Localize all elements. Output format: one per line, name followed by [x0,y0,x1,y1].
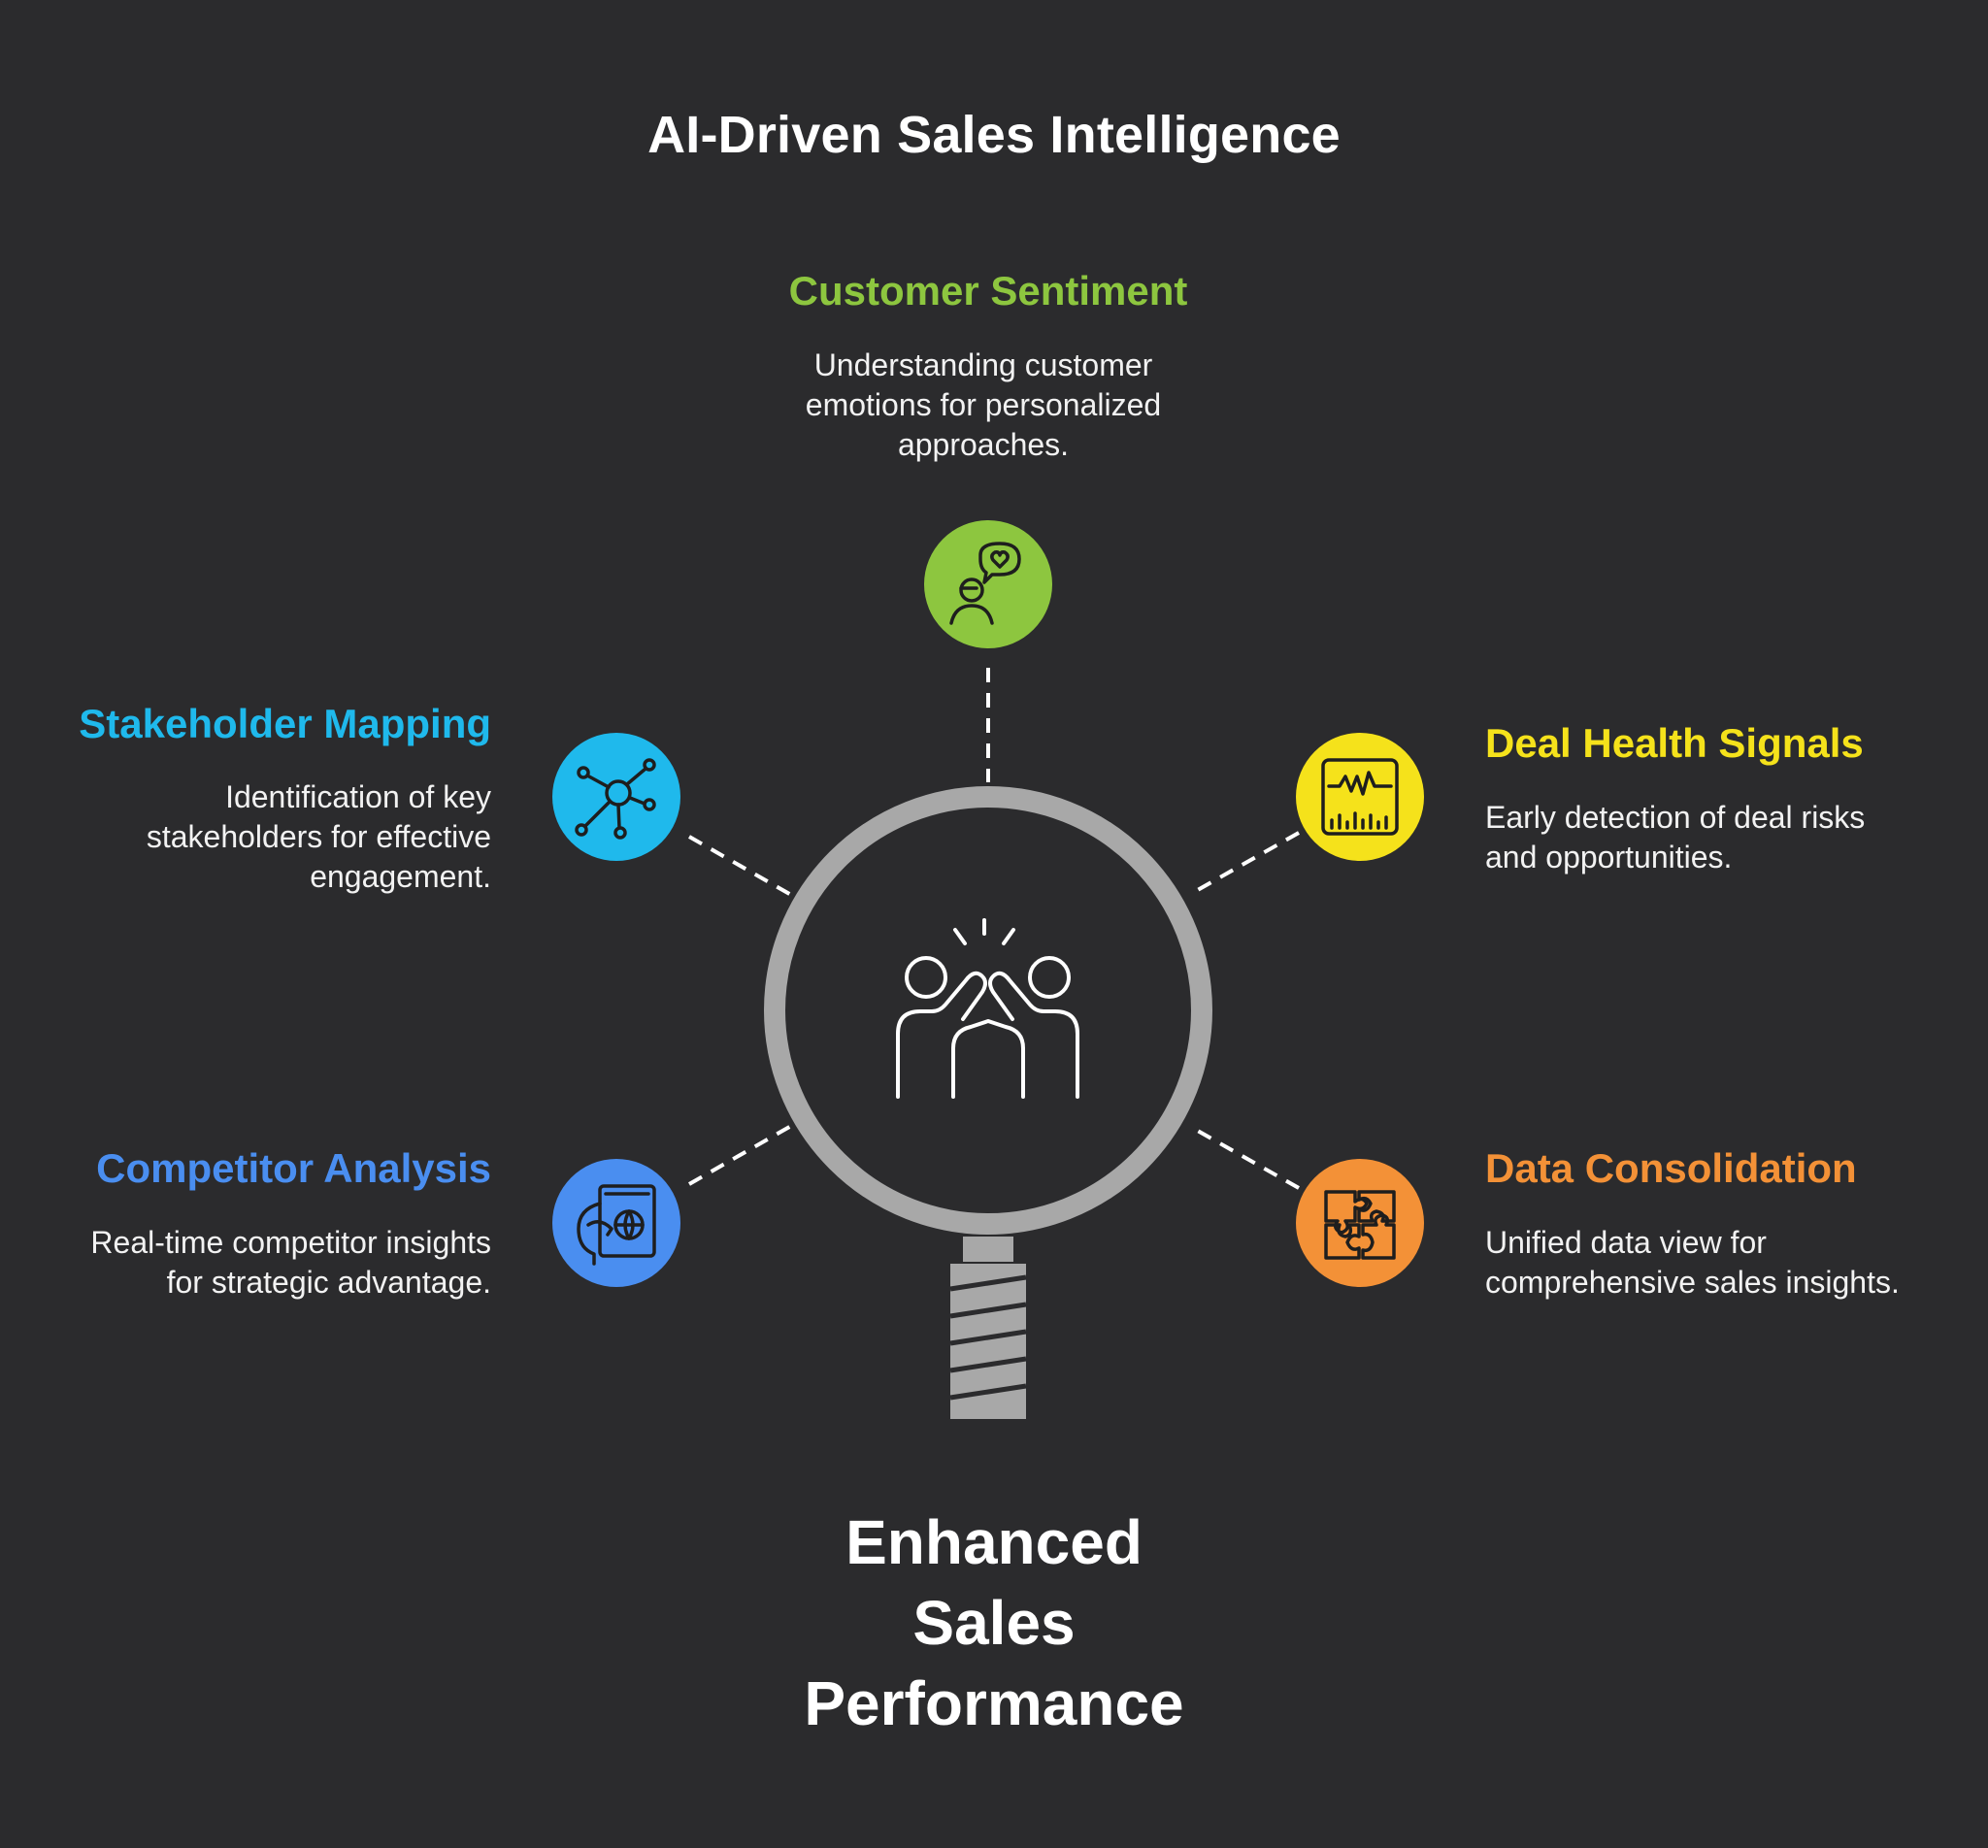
description-line: approaches. [897,427,1070,462]
description-line: Understanding customer [813,347,1153,382]
description-line: emotions for personalized [805,387,1162,422]
description-line: engagement. [310,859,491,894]
magnifying-glass-icon [764,786,1212,1419]
node-competitor-analysis-description: Real-time competitor insights for strate… [39,1223,491,1303]
connector-data-consolidation [1195,1128,1300,1190]
connector-deal-health-signals [1195,831,1300,893]
connector-competitor-analysis [688,1124,792,1186]
connectors [688,668,1300,1190]
node-stakeholder-mapping-description: Identification of key stakeholders for e… [39,777,491,897]
outcome-line: Enhanced [845,1507,1143,1577]
puzzle-pieces-icon [1324,1190,1396,1260]
description-line: Early detection of deal risks [1485,800,1866,835]
passport-globe-icon [577,1184,656,1266]
node-customer-sentiment-title: Customer Sentiment [788,268,1188,314]
node-data-consolidation-title: Data Consolidation [1485,1145,1857,1191]
node-competitor-analysis-circle [552,1159,680,1287]
outcome-line: Performance [804,1668,1184,1738]
network-hub-icon [575,758,656,840]
node-deal-health-signals-title: Deal Health Signals [1485,720,1864,766]
node-stakeholder-mapping-title: Stakeholder Mapping [79,701,491,746]
high-five-icon [896,918,1079,1099]
node-stakeholder-mapping-circle [552,733,680,861]
node-deal-health-signals-description: Early detection of deal risks and opport… [1485,798,1971,877]
diagram-title: AI-Driven Sales Intelligence [647,106,1341,164]
description-line: and opportunities. [1485,840,1733,874]
description-line: stakeholders for effective [146,819,491,854]
description-line: Unified data view for [1485,1225,1767,1260]
outcome-line: Sales [912,1588,1076,1658]
description-line: comprehensive sales insights. [1485,1265,1900,1300]
description-line: Identification of key [225,779,491,814]
person-speech-heart-icon [949,542,1021,625]
node-competitor-analysis-title: Competitor Analysis [96,1145,491,1191]
node-data-consolidation-description: Unified data view for comprehensive sale… [1485,1223,1971,1303]
outcome-label: Enhanced Sales Performance [0,1502,1988,1744]
description-line: for strategic advantage. [166,1265,491,1300]
description-line: Real-time competitor insights [90,1225,491,1260]
monitor-pulse-icon [1321,758,1399,836]
connector-stakeholder-mapping [688,835,792,897]
glass-handle [949,1264,1027,1419]
node-deal-health-signals-circle [1296,733,1424,861]
node-customer-sentiment-circle [924,520,1052,648]
node-data-consolidation-circle [1296,1159,1424,1287]
node-customer-sentiment-description: Understanding customer emotions for pers… [697,346,1270,465]
